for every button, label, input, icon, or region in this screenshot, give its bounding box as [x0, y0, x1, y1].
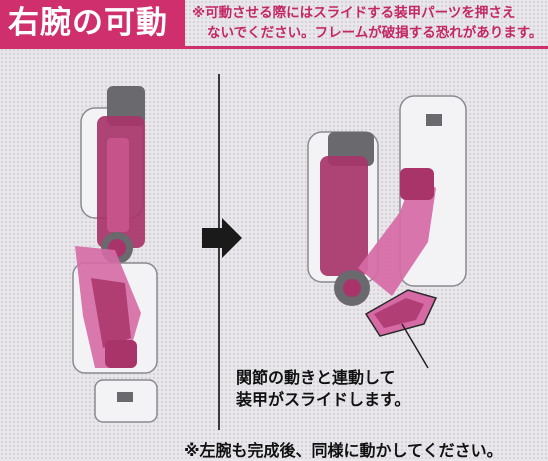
hand-slot: [426, 114, 442, 126]
upper-arm-highlight: [107, 138, 129, 232]
caution-note-line2: ないでください。フレームが破損する恐れがあります。: [207, 25, 543, 41]
caution-note-line1: ※可動させる際にはスライドする装甲パーツを押さえ: [192, 5, 516, 21]
hand-slot: [117, 392, 133, 402]
section-title: 右腕の可動: [0, 0, 185, 46]
forearm-frame: [358, 174, 436, 296]
arrow-right-icon: [202, 218, 242, 258]
footer-note: ※左腕も完成後、同様に動かしてください。: [184, 441, 503, 460]
sliding-armor-inner: [374, 298, 424, 328]
callout-line1: 関節の動きと連動して: [236, 368, 396, 387]
arm-bent-illustration: [307, 95, 467, 337]
callout-leader-line: [401, 323, 429, 369]
arm-straight-illustration: [72, 86, 158, 423]
panel-divider: [218, 74, 220, 430]
forearm-inner: [91, 278, 131, 348]
wrist-joint: [400, 168, 434, 200]
wrist-joint: [105, 340, 137, 368]
callout-text: 関節の動きと連動して 装甲がスライドします。: [236, 367, 450, 411]
upper-arm-frame: [320, 156, 368, 276]
header-rule: [0, 46, 548, 49]
callout-line2: 装甲がスライドします。: [236, 390, 411, 409]
elbow-joint-ring: [343, 279, 361, 297]
